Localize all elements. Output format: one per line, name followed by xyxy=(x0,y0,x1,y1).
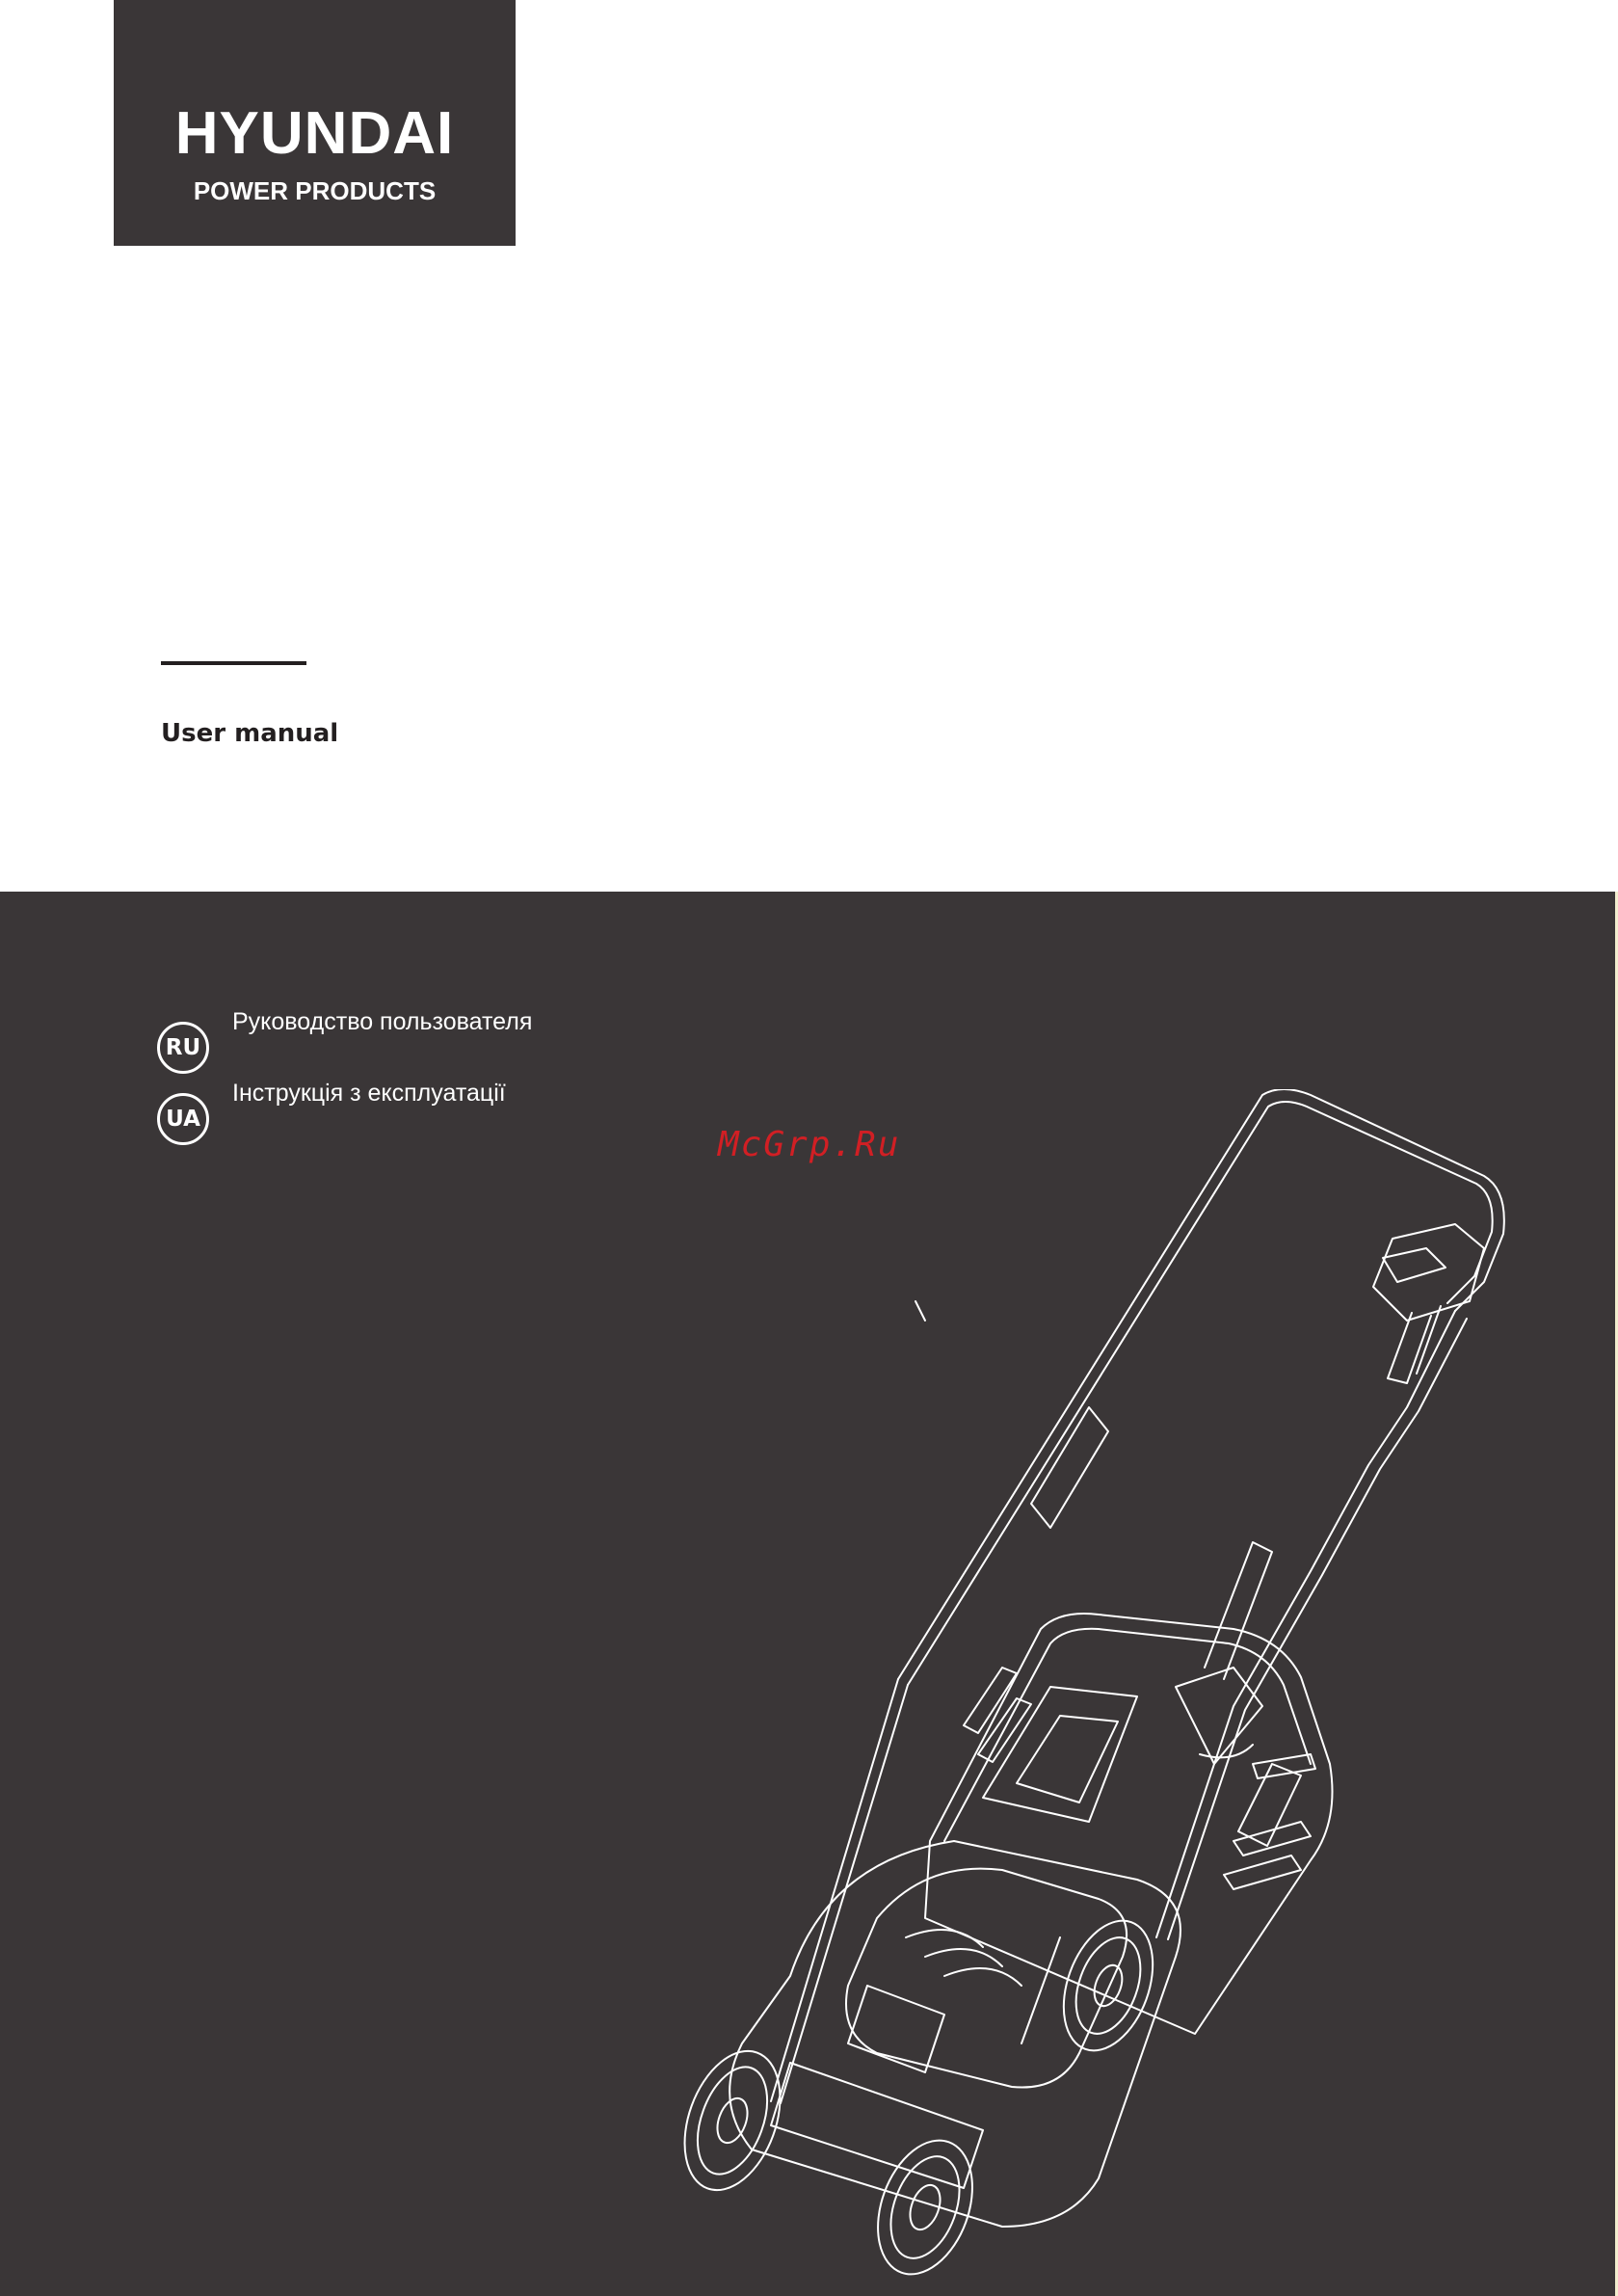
title-divider xyxy=(161,661,306,665)
wheel-rear-right xyxy=(1048,1909,1170,2063)
logo-subtitle-text: POWER PRODUCTS xyxy=(114,178,516,203)
language-label-ru: Руководство пользователя xyxy=(232,1008,532,1036)
grass-box-outline xyxy=(925,1614,1333,2034)
wheel-front-right xyxy=(861,2127,990,2284)
lawn-mower-illustration xyxy=(636,1089,1542,2284)
logo-brand-text: HYUNDAI xyxy=(114,104,516,164)
wheel-front-left xyxy=(667,2038,798,2203)
document-title: User manual xyxy=(161,719,338,748)
language-label-ua: Інструкція з експлуатації xyxy=(232,1080,506,1108)
switch-box-outline xyxy=(1373,1224,1484,1383)
language-badge-ua: UA xyxy=(157,1093,209,1145)
language-badge-ru: RU xyxy=(157,1022,209,1074)
brand-logo: HYUNDAI POWER PRODUCTS xyxy=(114,0,516,246)
